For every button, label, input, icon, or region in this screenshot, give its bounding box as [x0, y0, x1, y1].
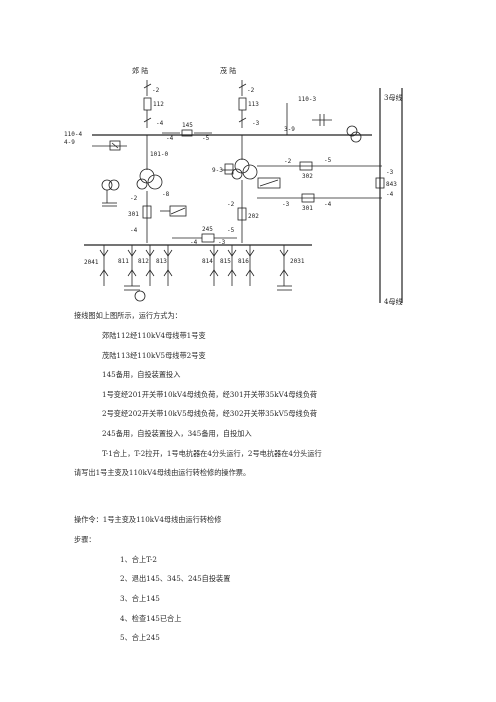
operation-line: 245备用，自投装置投入，345备用，自投加入	[102, 429, 252, 438]
operation-line: 茂陆113经110kV5母线带2号变	[102, 351, 206, 360]
diag-label: -4	[324, 201, 332, 208]
step-item: 2、退出145、345、245自投装置	[120, 574, 231, 583]
diag-label: -2	[227, 201, 235, 208]
diag-label: -3	[218, 239, 226, 246]
diag-label: -2	[130, 195, 138, 202]
operation-order: 操作令：1号主变及110kV4母线由运行转检修	[74, 515, 222, 524]
feeder-label: 813	[156, 258, 167, 265]
diag-label: 3-9	[284, 126, 295, 133]
diag-label: 202	[248, 213, 259, 220]
question-line: 请写出1号主变及110kV4母线由运行转检修的操作票。	[74, 468, 251, 477]
operation-line: 1号变经201开关带10kV4母线负荷，经301开关带35kV4母线负荷	[102, 390, 318, 399]
diag-label: -4	[130, 227, 138, 234]
diag-label: 113	[248, 101, 259, 108]
diag-label: 110-4	[64, 131, 82, 138]
diag-label: -2	[247, 87, 255, 94]
operation-line: 郊陆112经110kV4母线带1号变	[102, 331, 206, 340]
bus-4-label: 4母线	[384, 297, 402, 306]
diag-label: -3	[252, 120, 260, 127]
diag-label: 301	[128, 211, 139, 218]
diag-label: -2	[152, 87, 160, 94]
intro-text: 接线图如上图所示，运行方式为：	[74, 311, 182, 320]
diag-label: -5	[324, 157, 332, 164]
diag-label: -4	[156, 120, 164, 127]
diag-label: 101-0	[150, 151, 168, 158]
diag-label: 4-9	[64, 139, 75, 146]
feeder-label: 811	[118, 258, 129, 265]
diag-label: 112	[153, 101, 164, 108]
step-item: 1、合上T-2	[120, 555, 158, 564]
diag-label: -4	[386, 191, 394, 198]
diag-label: -8	[162, 191, 170, 198]
diag-label: 843	[386, 181, 397, 188]
diag-label: -3	[386, 169, 394, 176]
diag-label: -2	[284, 158, 292, 165]
diag-label: 302	[302, 173, 313, 180]
diag-label: -4	[166, 135, 174, 142]
feeder-label: 812	[138, 258, 149, 265]
step-item: 5、合上245	[120, 633, 160, 642]
operation-line: 145备用，自投装置投入	[102, 370, 181, 379]
operation-line: 2号变经202开关带10kV5母线负荷，经302开关带35kV5母线负荷	[102, 409, 318, 418]
step-item: 3、合上145	[120, 594, 160, 603]
feeder-label: 816	[238, 258, 249, 265]
diag-label: 9-3	[212, 167, 223, 174]
bus-3-label: 3母线	[384, 93, 402, 102]
diag-label: 245	[202, 226, 213, 233]
diag-label: 110-3	[298, 96, 316, 103]
diag-label: -4	[190, 239, 198, 246]
feeder-label: 814	[202, 258, 213, 265]
wiring-diagram: 郊 陆 茂 陆 -2 112 -4 -2 113 -3 145 -4 -5 11…	[64, 66, 403, 306]
steps-label: 步骤：	[74, 535, 96, 544]
diag-label: -3	[282, 201, 290, 208]
diag-label: 145	[182, 122, 193, 129]
diag-label: -5	[227, 227, 235, 234]
feeder-label: 2041	[84, 259, 99, 266]
note-line: T-1合上，T-2拉开，1号电抗器在4分头运行，2号电抗器在4分头运行	[102, 449, 322, 458]
step-item: 4、检查145已合上	[120, 614, 182, 623]
feeder-label: 815	[220, 258, 231, 265]
diag-label: -5	[202, 135, 210, 142]
diag-label: 301	[302, 205, 313, 212]
incoming-label-1: 郊 陆	[132, 66, 148, 75]
incoming-label-2: 茂 陆	[220, 66, 236, 75]
feeder-label: 2031	[290, 258, 305, 265]
